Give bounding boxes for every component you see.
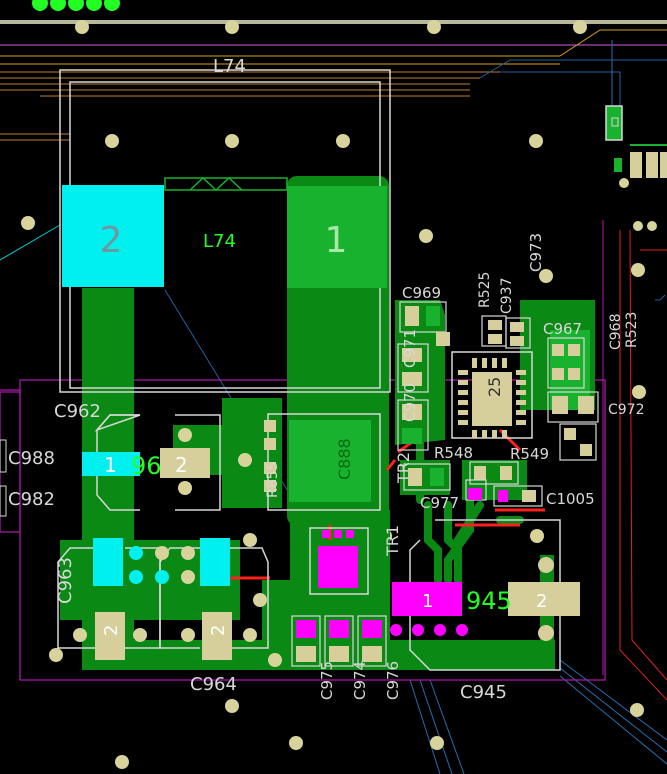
capacitor-c972[interactable]: C972 [547,391,645,423]
c973-ref: C973 [527,233,545,272]
c945-pin2-label: 2 [536,591,547,612]
capacitor-c975[interactable]: C975 [291,615,336,700]
ic-u25[interactable]: 25 [451,351,533,439]
edge-connector-dots [32,0,120,11]
l74-pad-2[interactable] [62,185,164,287]
capacitor-c945[interactable]: 1 2 945 C945 [392,519,580,703]
c977-ref: C977 [420,494,459,512]
u25-ref: 25 [485,377,504,397]
c963-pin2-label: 2 [101,625,122,636]
c937-ref: C937 [499,278,515,315]
l74-pin1-label: 1 [325,220,348,261]
connector-pads-top-right [605,105,667,231]
capacitor-c977[interactable]: C977 [420,479,487,512]
r549-ref: R549 [510,445,549,463]
vias [21,20,646,769]
r548-ref: R548 [434,444,473,462]
capacitor-c937[interactable]: C937 [481,278,515,347]
resistor-r855[interactable]: R855 [264,420,281,498]
right-routing-traces [0,29,667,774]
capacitor-c1005[interactable]: C1005 [493,485,595,508]
capacitor-c962[interactable]: 1 2 96 C962 [54,401,221,511]
r855-ref: R855 [265,462,281,498]
l74-pad-1[interactable] [287,186,387,288]
transistor-tr1[interactable]: TR1 [309,525,402,595]
c969-ref: C969 [402,284,441,302]
resistor-r549[interactable]: R549 [469,445,549,485]
c972-ref: C972 [608,402,645,418]
r525-ref: R525 [477,272,493,308]
c964-ref: C964 [190,674,237,695]
c945-ref-partial: 945 [466,587,512,615]
pad-row-c945 [390,624,468,636]
c964-pin2-label: 2 [208,625,229,636]
c971-ref: C971 [401,329,419,368]
c967-ref: C967 [543,320,582,338]
ic-u25-pins [458,358,526,438]
resistor-r523[interactable]: R523 [624,312,640,348]
tr1-ref: TR1 [383,525,402,557]
c888-ref: C888 [335,438,354,480]
cap-array-vias [73,428,282,667]
c970-ref: C970 [401,383,419,422]
capacitor-c963[interactable]: 2 C963 [55,538,161,660]
capacitor-c971[interactable]: C971 [397,329,429,393]
capacitor-c964[interactable]: 2 C964 [159,538,269,695]
c962-ref: C962 [54,401,101,422]
capacitor-c967[interactable]: C967 [543,320,585,389]
capacitor-c973[interactable]: C973 [505,233,545,349]
resistor-r548[interactable]: R548 [403,444,473,491]
capacitor-c888[interactable]: C888 [267,413,381,511]
top-bus-traces [0,20,667,141]
capacitor-c982[interactable]: C982 [0,485,55,517]
c988-ref: C988 [8,448,55,469]
l74-pin2-label: 2 [100,220,123,261]
c1005-ref: C1005 [546,490,595,508]
c968-ref: C968 [608,314,624,351]
r523-ref: R523 [624,312,640,348]
resistor-r525[interactable]: R525 [436,272,493,346]
c945-pin1-label: 1 [422,591,433,612]
c974-ref: C974 [351,661,369,700]
c96-ref-partial: 96 [131,452,162,480]
c976-ref: C976 [384,661,402,700]
c96-pin2-label: 2 [175,453,188,477]
l74-ref-center: L74 [203,231,236,252]
capacitor-c976[interactable]: C976 [357,615,402,700]
inductor-l74[interactable]: 2 1 L74 L74 [59,56,391,393]
c982-ref: C982 [8,489,55,510]
capacitor-c969[interactable]: C969 [399,284,447,333]
c975-ref: C975 [318,661,336,700]
capacitor-c988[interactable]: C988 [0,439,55,473]
l74-ref-top: L74 [213,56,246,77]
capacitor-c970[interactable]: C970 [397,383,429,451]
c945-ref: C945 [460,682,507,703]
c963-ref: C963 [55,557,76,604]
capacitor-c974[interactable]: C974 [324,615,369,700]
capacitor-c968[interactable]: C968 [559,314,624,461]
c96-pin1-label: 1 [104,453,117,477]
